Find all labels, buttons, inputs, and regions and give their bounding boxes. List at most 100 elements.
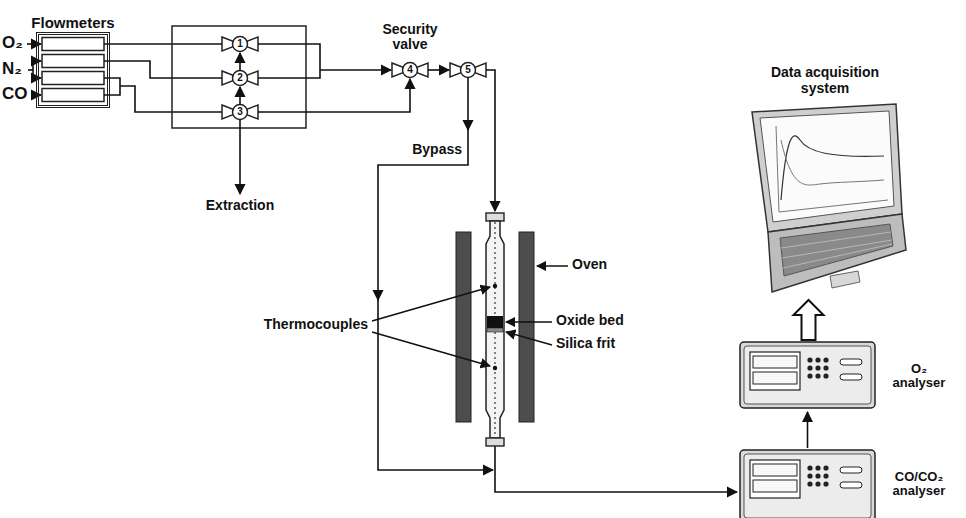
display — [753, 480, 797, 492]
laptop — [752, 104, 906, 292]
valve-number-ring — [461, 63, 476, 78]
thermocouple-tip — [493, 284, 497, 288]
leader-line — [372, 332, 490, 366]
key-rows — [781, 232, 892, 268]
button — [807, 481, 812, 486]
bypass-line — [467, 78, 469, 130]
display — [753, 372, 797, 384]
button — [807, 373, 812, 378]
button — [823, 473, 828, 478]
button — [815, 473, 820, 478]
oven-wall — [519, 232, 534, 422]
thermocouple-tip — [493, 366, 497, 370]
callout-number: 4 — [407, 65, 413, 75]
co-co2-analyser: CO/CO₂ analyser — [740, 450, 875, 518]
display-frame — [750, 460, 800, 498]
chart-curve — [781, 140, 884, 185]
analyser-case — [740, 450, 875, 518]
leader-line — [537, 265, 568, 267]
gas-line — [258, 79, 410, 112]
data-arrow — [794, 300, 824, 340]
gas-line — [239, 53, 241, 71]
node-label: CO/CO₂ analyser — [883, 470, 955, 499]
callout-number: 3 — [237, 107, 243, 117]
valve-symbol — [222, 105, 258, 119]
laptop-base — [768, 214, 906, 292]
part-label: Silica frit — [556, 336, 615, 351]
gas-line — [486, 70, 495, 211]
leader-lines — [372, 266, 568, 366]
display — [753, 356, 797, 368]
slot — [840, 482, 862, 488]
analyser-panel — [744, 346, 871, 404]
valve-symbol — [222, 37, 258, 51]
button — [815, 481, 820, 486]
flowmeter-tube — [42, 38, 104, 51]
button — [815, 357, 820, 362]
button — [815, 373, 820, 378]
flowmeter-tubes — [42, 38, 104, 102]
oxide-bed — [487, 316, 503, 328]
display — [753, 464, 797, 476]
button — [815, 365, 820, 370]
analyser-case — [740, 342, 875, 408]
part-label: Security valve — [375, 22, 445, 53]
extraction-line — [239, 120, 241, 194]
reactor-cap — [486, 438, 504, 446]
gas-line — [104, 43, 222, 45]
valve-number-ring — [233, 105, 248, 120]
valve-number-ring — [233, 71, 248, 86]
valve-number-ring — [233, 37, 248, 52]
data-acquisition-computer: Data acquisition system — [742, 100, 908, 298]
slot — [840, 374, 862, 380]
chart-curve — [781, 136, 884, 200]
chart-axes — [776, 126, 888, 212]
oven-wall — [456, 232, 471, 422]
button — [823, 465, 828, 470]
laptop-touchpad — [830, 271, 860, 288]
gas-line — [258, 44, 320, 78]
flowmeter-tube — [42, 89, 104, 102]
slot — [840, 467, 862, 473]
laptop-screen — [760, 111, 894, 222]
analyser-panel — [744, 454, 871, 518]
flowmeter-tube — [42, 55, 104, 68]
reactor — [486, 213, 504, 446]
gas-lines — [240, 44, 737, 492]
part-label: Extraction — [206, 198, 274, 213]
button — [807, 365, 812, 370]
gas-line — [239, 87, 241, 105]
button — [807, 473, 812, 478]
button — [815, 465, 820, 470]
callout-number: 5 — [465, 65, 471, 75]
valve-symbol — [392, 63, 428, 77]
valve-symbol — [222, 71, 258, 85]
slot — [840, 359, 862, 365]
button — [823, 365, 828, 370]
reactor-tube — [486, 221, 504, 438]
laptop-keyboard — [780, 224, 893, 276]
leader-line — [506, 332, 552, 345]
bypass-line — [378, 298, 493, 470]
button — [807, 357, 812, 362]
button — [823, 357, 828, 362]
gas-name: O₂ — [2, 34, 23, 53]
gas-name: N₂ — [2, 60, 22, 79]
part-label: Oven — [572, 257, 607, 272]
callout-number: 2 — [237, 73, 243, 83]
leader-line — [506, 321, 552, 323]
button — [807, 465, 812, 470]
gas-name: CO — [2, 85, 28, 104]
valve-number-ring — [403, 63, 418, 78]
gas-line — [104, 78, 120, 95]
o2-analyser-device — [740, 342, 875, 408]
node-label: Data acquisition system — [760, 65, 890, 96]
gas-line — [32, 61, 34, 78]
laptop-lid — [752, 104, 902, 232]
gas-line — [120, 86, 222, 112]
leader-line — [372, 287, 490, 321]
bypass-line — [378, 128, 468, 300]
part-label: Oxide bed — [556, 313, 624, 328]
